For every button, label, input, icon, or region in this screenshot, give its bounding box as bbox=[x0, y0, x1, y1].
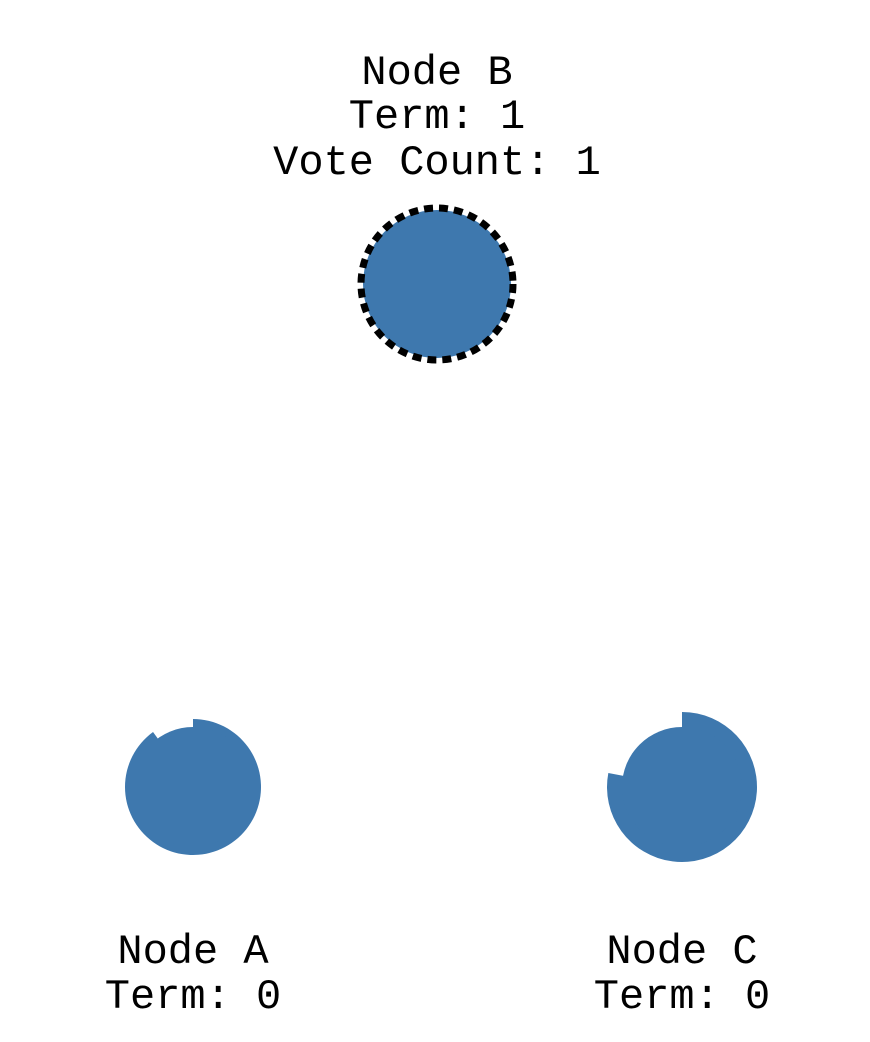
node-b-label: Node B Term: 1 Vote Count: 1 bbox=[273, 49, 601, 187]
node-b-term: Term: 1 bbox=[349, 93, 525, 141]
node-b-circle[interactable] bbox=[363, 210, 511, 358]
node-c-label: Node C Term: 0 bbox=[594, 928, 770, 1021]
node-a-circle[interactable] bbox=[133, 727, 253, 847]
node-c-circle[interactable] bbox=[622, 727, 742, 847]
node-c[interactable]: Node C Term: 0 bbox=[594, 712, 770, 1021]
node-a-label: Node A Term: 0 bbox=[105, 928, 281, 1021]
node-a-term: Term: 0 bbox=[105, 973, 281, 1021]
node-a-name: Node A bbox=[117, 928, 269, 976]
node-c-name: Node C bbox=[606, 928, 757, 976]
node-a[interactable]: Node A Term: 0 bbox=[105, 719, 281, 1021]
node-b-candidate-ring bbox=[357, 204, 517, 364]
node-b[interactable]: Node B Term: 1 Vote Count: 1 bbox=[273, 49, 601, 364]
node-c-term: Term: 0 bbox=[594, 973, 770, 1021]
node-b-vote-count: Vote Count: 1 bbox=[273, 139, 601, 187]
node-b-name: Node B bbox=[361, 49, 512, 97]
